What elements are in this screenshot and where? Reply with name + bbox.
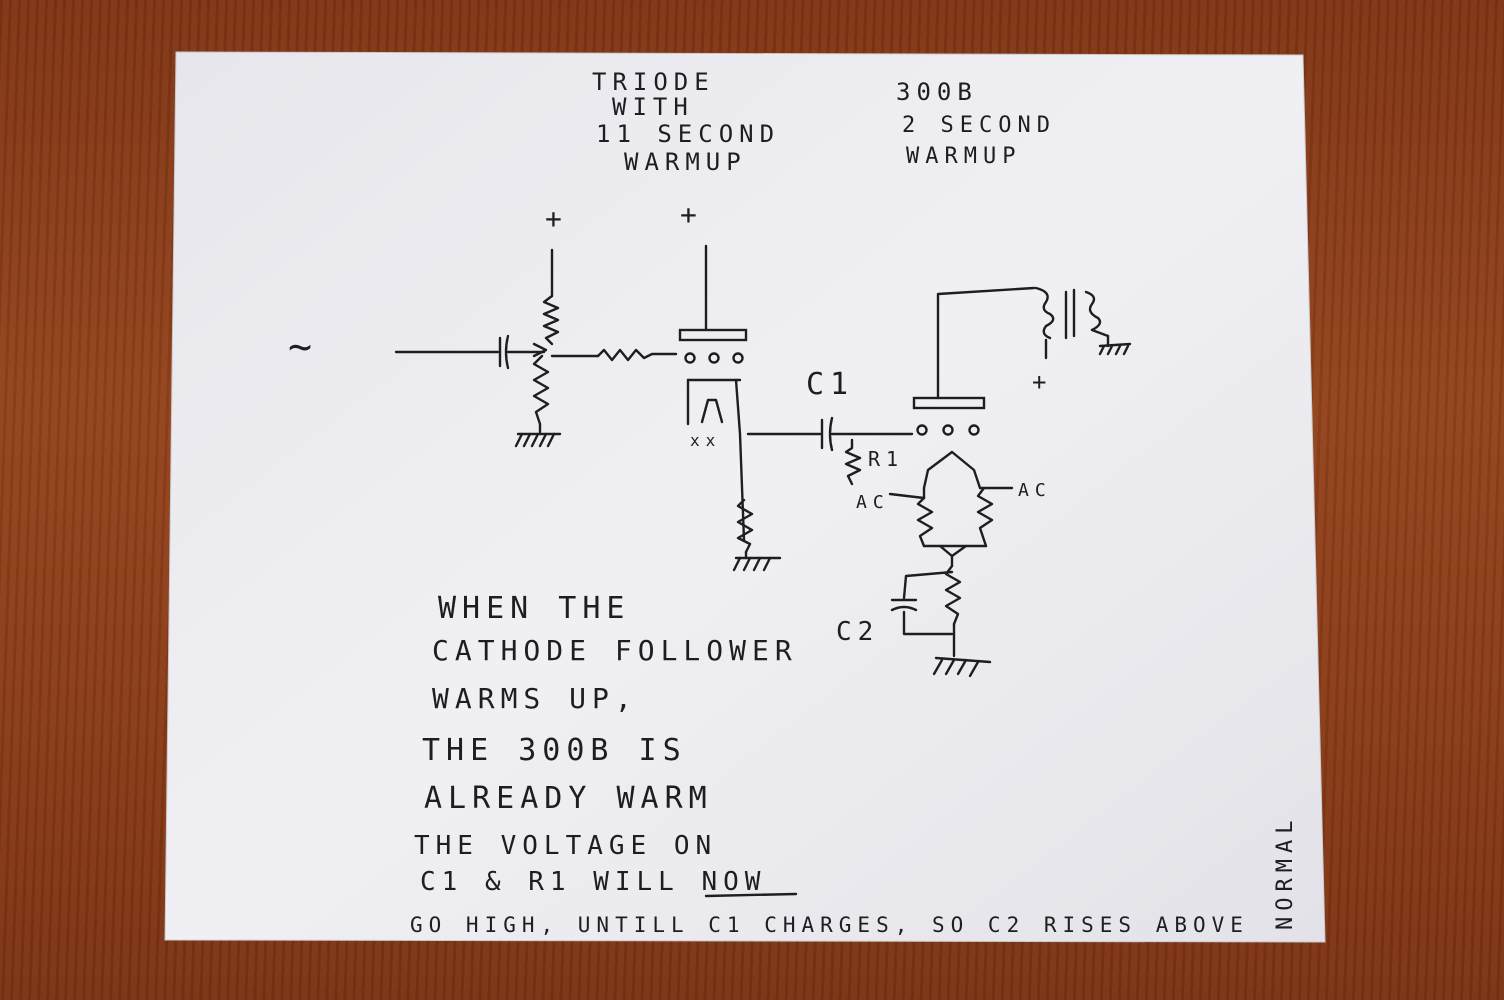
- tube-300b-line-1: 300B: [896, 78, 978, 106]
- now-underline: [704, 892, 798, 898]
- explanation-notes: WHEN THE CATHODE FOLLOWER WARMS UP, THE …: [410, 591, 1298, 937]
- triode-line-4: WARMUP: [624, 148, 747, 176]
- plus-sign-triode-plate: +: [680, 198, 703, 231]
- note-line-5: ALREADY WARM: [424, 781, 713, 816]
- note-line-1: WHEN THE: [438, 591, 631, 626]
- triode-line-1: TRIODE: [592, 68, 715, 96]
- paper-sheet: [164, 51, 1326, 943]
- c2-label: C2: [836, 617, 879, 647]
- heater-marks: xx: [690, 431, 721, 450]
- output-tube-300b: AC AC C2: [836, 286, 1052, 678]
- note-line-7-emphasis: NOW: [702, 867, 767, 897]
- triode-line-2: WITH: [612, 93, 694, 121]
- r1-label: R1: [868, 447, 904, 471]
- note-line-7: C1 & R1 WILL NOW: [420, 867, 766, 897]
- c1-label: C1: [806, 367, 854, 402]
- plus-sign-output-transformer: +: [1032, 368, 1052, 396]
- note-line-6: THE VOLTAGE ON: [414, 831, 717, 861]
- ac-right-label: AC: [1018, 480, 1052, 501]
- tube-300b-line-2: 2 SECOND: [902, 113, 1056, 138]
- cathode-follower-triode: xx: [678, 244, 822, 572]
- tube-300b-note: 300B 2 SECOND WARMUP: [896, 78, 1056, 169]
- triode-line-3: 11 SECOND: [596, 120, 780, 148]
- ac-left-label: AC: [856, 492, 890, 513]
- input-stage: [394, 248, 678, 448]
- ac-input-symbol: ~: [288, 324, 318, 370]
- note-line-8-vertical: NORMAL: [1273, 815, 1298, 930]
- note-line-2: CATHODE FOLLOWER: [432, 634, 798, 667]
- tube-300b-line-3: WARMUP: [906, 144, 1021, 169]
- note-line-7-text: C1 & R1 WILL: [420, 867, 702, 897]
- coupling-network: C1 R1: [806, 367, 914, 486]
- note-line-4: THE 300B IS: [422, 733, 687, 768]
- note-line-8: GO HIGH, UNTILL C1 CHARGES, SO C2 RISES …: [410, 913, 1249, 937]
- triode-note: TRIODE WITH 11 SECOND WARMUP: [592, 68, 780, 176]
- note-line-3: WARMS UP,: [432, 682, 638, 715]
- plus-sign-grid-pot: +: [545, 202, 568, 235]
- output-transformer: [1034, 286, 1132, 360]
